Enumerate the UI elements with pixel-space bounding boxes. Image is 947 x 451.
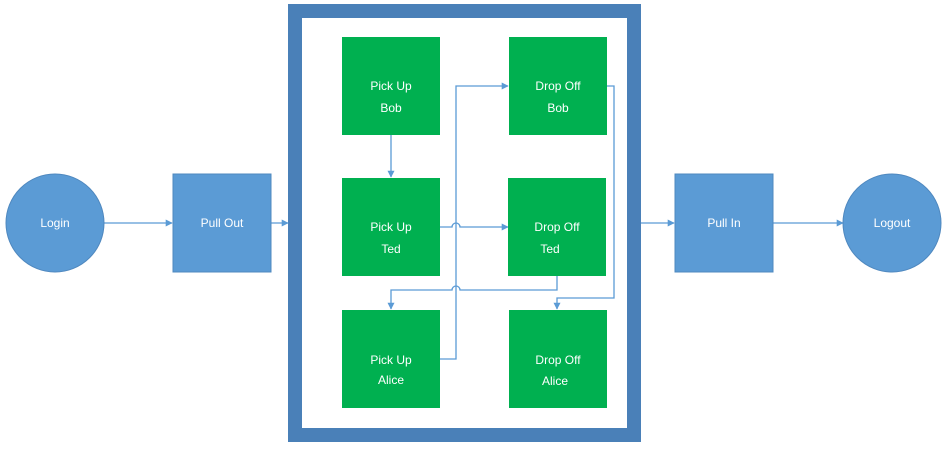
login-node[interactable]: Login xyxy=(5,173,105,273)
dropoff-alice-line2: Alice xyxy=(542,374,568,388)
connector-pickup-ted-to-dropoff-ted xyxy=(440,222,509,231)
pickup-ted-line1: Pick Up xyxy=(370,220,412,234)
logout-node[interactable]: Logout xyxy=(842,173,942,273)
pickup-bob-line1: Pick Up xyxy=(370,79,412,93)
dropoff-bob-line1: Drop Off xyxy=(535,79,581,93)
pull-out-node[interactable]: Pull Out xyxy=(172,173,272,273)
dropoff-ted-line2: Ted xyxy=(540,242,559,256)
connectors xyxy=(104,82,844,360)
pickup-ted-box xyxy=(342,178,440,276)
logout-label: Logout xyxy=(874,216,911,230)
dropoff-bob-node[interactable]: Drop Off Bob xyxy=(509,37,607,135)
connector-dropoff-bob-to-dropoff-alice xyxy=(553,85,615,310)
pickup-alice-node[interactable]: Pick Up Alice xyxy=(342,310,440,408)
pickup-bob-node[interactable]: Pick Up Bob xyxy=(342,37,440,135)
pickup-bob-box xyxy=(342,37,440,135)
pickup-alice-line2: Alice xyxy=(378,373,404,387)
pickup-alice-line1: Pick Up xyxy=(370,353,412,367)
login-circle xyxy=(5,173,105,273)
dropoff-alice-box xyxy=(509,310,607,408)
pull-out-box xyxy=(172,173,272,273)
dropoff-ted-box xyxy=(508,178,606,276)
dropoff-bob-box xyxy=(509,37,607,135)
pickup-bob-line2: Bob xyxy=(380,101,402,115)
dropoff-alice-node[interactable]: Drop Off Alice xyxy=(509,310,607,408)
dropoff-bob-line2: Bob xyxy=(547,101,569,115)
logout-circle xyxy=(842,173,942,273)
pickup-ted-line2: Ted xyxy=(381,242,400,256)
pull-in-box xyxy=(674,173,774,273)
connector-dropoff-ted-to-pickup-alice xyxy=(387,276,558,310)
dropoff-alice-line1: Drop Off xyxy=(535,353,581,367)
dropoff-ted-line1: Drop Off xyxy=(534,220,580,234)
pickup-alice-box xyxy=(342,310,440,408)
login-label: Login xyxy=(40,216,69,230)
pickup-ted-node[interactable]: Pick Up Ted xyxy=(342,178,440,276)
pull-in-node[interactable]: Pull In xyxy=(674,173,774,273)
pull-out-label: Pull Out xyxy=(201,216,244,230)
dropoff-ted-node[interactable]: Drop Off Ted xyxy=(508,178,606,276)
pull-in-label: Pull In xyxy=(707,216,740,230)
